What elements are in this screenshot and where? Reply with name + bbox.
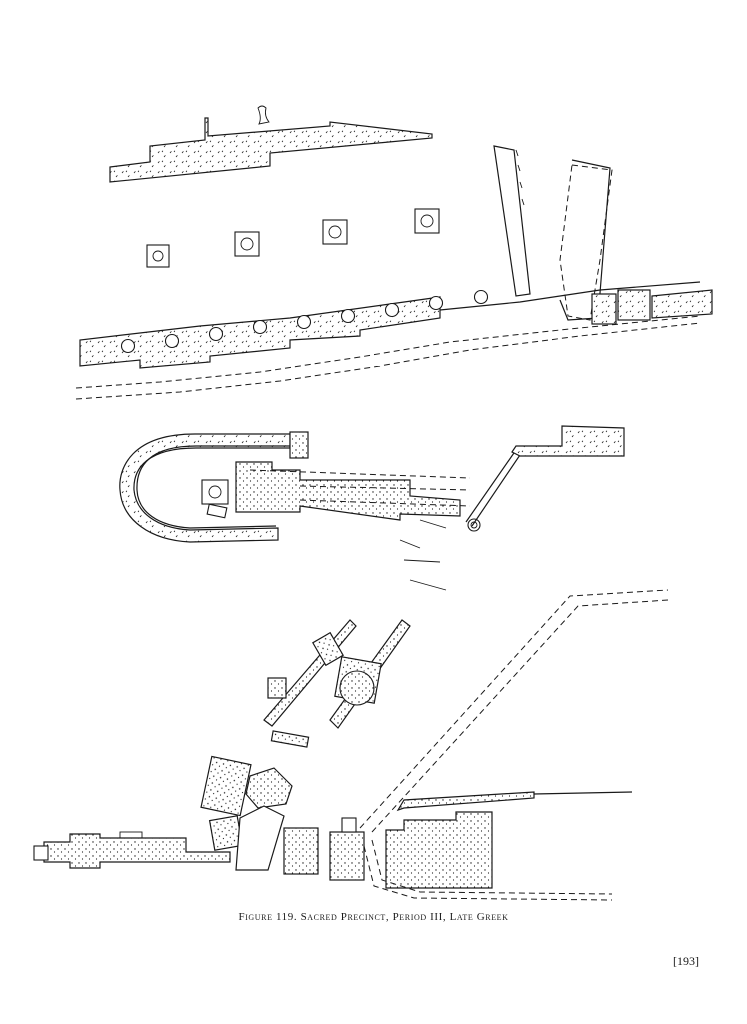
altar-base: [201, 479, 229, 505]
column-bases: [146, 208, 440, 268]
foundation-dashed: [249, 469, 471, 507]
wall-segment: [270, 730, 310, 748]
hexagonal-shrine: [245, 767, 293, 809]
west-terminus: [33, 845, 49, 861]
column-base: [322, 219, 348, 245]
diagonal-road-dashed: [359, 589, 669, 829]
figure-caption-title: Sacred Precinct, Period III, Late Greek: [300, 911, 509, 923]
lower-complex: [33, 589, 669, 901]
stoa-back-wall: [109, 117, 433, 183]
apsidal-building: [119, 431, 481, 543]
southeast-line: [533, 791, 633, 795]
column-base: [414, 208, 440, 234]
east-wall-hatch: [515, 149, 525, 206]
apse-inner-line: [136, 445, 290, 529]
east-wall-slab: [493, 145, 531, 297]
central-foundation-band: [235, 461, 461, 521]
base-block-a: [283, 827, 319, 875]
upper-stoa: [75, 105, 713, 400]
east-room-b: [617, 289, 651, 321]
east-room-a: [591, 293, 617, 325]
southeast-portico: [396, 791, 535, 812]
diagonal-wall: [465, 449, 523, 527]
angled-room: [235, 805, 285, 871]
apse-pier: [289, 431, 309, 459]
page-number: [193]: [673, 954, 699, 968]
southeast-road-dashed: [371, 839, 613, 895]
stoa-front-line: [439, 281, 701, 311]
road-edge-dashed: [75, 315, 701, 389]
front-column-drums: [120, 289, 489, 354]
rect-room-west: [200, 755, 252, 817]
road-edge-dashed-lower: [75, 322, 701, 400]
east-building-middle: [399, 425, 625, 591]
small-round-base: [467, 518, 481, 532]
southeast-building: [385, 811, 493, 889]
small-chamber: [267, 677, 287, 699]
column-base: [146, 244, 170, 268]
upper-east-building: [511, 425, 625, 457]
corner-room: [312, 631, 344, 667]
altar-step: [206, 503, 228, 519]
figure-caption: Figure 119. Sacred Precinct, Period III,…: [0, 911, 747, 923]
round-tholos: [339, 670, 375, 706]
base-block-b: [329, 831, 365, 881]
base-block-b-cap: [341, 817, 357, 833]
west-long-wall: [43, 833, 231, 869]
southeast-road-dashed-b: [363, 845, 613, 901]
west-base-detail: [119, 831, 143, 839]
ruined-structure-dashed: [559, 164, 613, 321]
rubble-lines: [399, 519, 447, 591]
apse-wall: [119, 433, 291, 543]
column-base: [234, 231, 260, 257]
east-room-c: [651, 289, 713, 319]
stoa-back-wall-detail: [257, 105, 270, 125]
figure-caption-label: Figure 119.: [238, 911, 298, 923]
diagonal-road-dashed-inner: [371, 599, 669, 833]
